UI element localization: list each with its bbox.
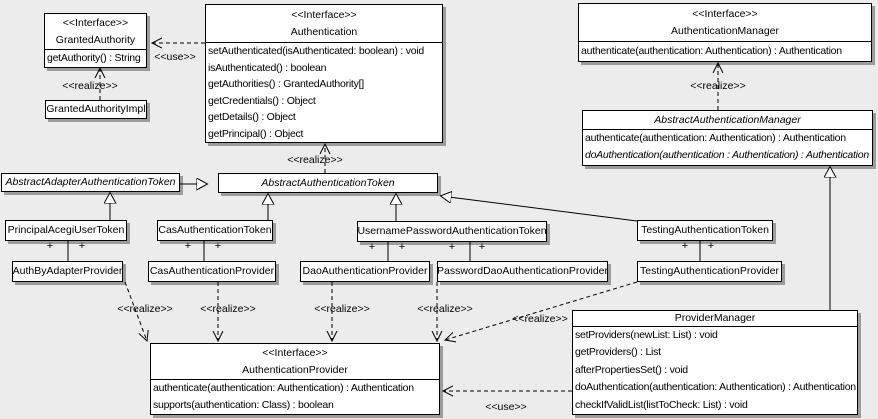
class-header: <<Interface>> AuthenticationManager (579, 4, 871, 42)
method-list: setProviders(newList: List) : void getPr… (573, 327, 857, 414)
class-name: PrincipalAcegiUserToken (7, 224, 125, 236)
stereotype-label: <<Interface>> (262, 346, 328, 359)
edge-generalization-testingtoken-abstracttoken (441, 196, 638, 222)
edge-label-use: <<use>> (154, 51, 196, 63)
class-name: Authentication (290, 25, 358, 38)
class-name: PasswordDaoAuthenticationProvider (437, 265, 609, 277)
method: authenticate(authentication: Authenticat… (585, 132, 846, 144)
method: setAuthenticated(isAuthenticated: boolea… (208, 45, 424, 57)
class-name: AuthenticationManager (671, 24, 779, 37)
edge-label-realize: <<realize>> (62, 80, 118, 92)
class-name: GrantedAuthorityImpl (46, 103, 146, 115)
class-name: GrantedAuthority (55, 33, 136, 46)
class-name: CasAuthenticationProvider (149, 265, 275, 277)
edge-label-realize: <<realize>> (314, 303, 370, 315)
method: checkIfValidList(listToCheck: List) : vo… (575, 398, 748, 411)
method: afterPropertiesSet() : void (575, 363, 688, 376)
class-name: TestingAuthenticationToken (641, 224, 769, 236)
association-end-plus: + (398, 241, 406, 253)
association-end-plus: + (478, 241, 486, 253)
class-name: AbstractAdapterAuthenticationToken (5, 176, 176, 188)
edge-label-realize: <<realize>> (417, 303, 473, 315)
class-header: ProviderManager (573, 311, 857, 327)
class-header: AbstractAuthenticationManager (583, 111, 872, 130)
class-header: <<Interface>> GrantedAuthority (45, 14, 146, 50)
class-name: AuthenticationProvider (242, 363, 348, 376)
class-principal-acegi-user-token[interactable]: PrincipalAcegiUserToken (5, 220, 127, 241)
stereotype-label: <<Interface>> (692, 7, 758, 20)
edge-label-realize: <<realize>> (287, 154, 343, 166)
stereotype-label: <<Interface>> (62, 16, 129, 29)
association-end-plus: + (707, 240, 715, 252)
method: getCredentials() : Object (208, 94, 316, 107)
stereotype-label: <<Interface>> (291, 8, 357, 21)
method: setProviders(newList: List) : void (575, 329, 718, 341)
method-list: authenticate(authentication: Authenticat… (579, 42, 871, 61)
class-dao-authentication-provider[interactable]: DaoAuthenticationProvider (300, 261, 430, 282)
class-authentication-provider[interactable]: <<Interface>> AuthenticationProvider aut… (150, 343, 440, 415)
class-testing-authentication-provider[interactable]: TestingAuthenticationProvider (637, 261, 782, 282)
method-list: authenticate(authentication: Authenticat… (583, 130, 872, 165)
association-end-plus: + (184, 240, 192, 252)
class-auth-by-adapter-provider[interactable]: AuthByAdapterProvider (12, 261, 123, 282)
class-abstract-authentication-manager[interactable]: AbstractAuthenticationManager authentica… (582, 110, 873, 166)
class-granted-authority-impl[interactable]: GrantedAuthorityImpl (45, 100, 147, 119)
class-header: <<Interface>> AuthenticationProvider (151, 344, 439, 380)
association-end-plus: + (681, 240, 689, 252)
association-end-plus: + (448, 241, 456, 253)
class-abstract-authentication-token[interactable]: AbstractAuthenticationToken (218, 173, 438, 193)
method: getPrincipal() : Object (208, 127, 304, 140)
class-abstract-adapter-authentication-token[interactable]: AbstractAdapterAuthenticationToken (1, 173, 180, 192)
class-name: TestingAuthenticationProvider (640, 265, 779, 277)
edge-label-realize: <<realize>> (117, 303, 173, 315)
class-granted-authority[interactable]: <<Interface>> GrantedAuthority getAuthor… (44, 13, 147, 68)
class-username-password-authentication-token[interactable]: UsernamePasswordAuthenticationToken (357, 221, 547, 242)
class-name: AuthByAdapterProvider (12, 265, 123, 277)
method: isAuthenticated() : boolean (208, 61, 327, 74)
class-password-dao-authentication-provider[interactable]: PasswordDaoAuthenticationProvider (437, 261, 608, 282)
association-end-plus: + (46, 240, 54, 252)
method-list: getAuthority() : String (45, 50, 146, 67)
class-cas-authentication-token[interactable]: CasAuthenticationToken (157, 220, 273, 241)
method: doAuthentication(authentication : Authen… (585, 149, 869, 162)
association-end-plus: + (78, 240, 86, 252)
method: getAuthorities() : GrantedAuthority[] (208, 78, 364, 91)
class-name: UsernamePasswordAuthenticationToken (357, 225, 547, 237)
method-list: setAuthenticated(isAuthenticated: boolea… (206, 43, 442, 143)
association-end-plus: + (214, 240, 222, 252)
class-name: AbstractAuthenticationToken (261, 176, 395, 189)
edge-label-realize: <<realize>> (690, 80, 746, 92)
method: getDetails() : Object (208, 111, 296, 124)
class-name: DaoAuthenticationProvider (302, 265, 428, 277)
class-name: ProviderManager (674, 312, 756, 324)
method: doAuthentication(authentication: Authent… (575, 381, 856, 394)
class-header: <<Interface>> Authentication (206, 5, 442, 43)
method: authenticate(authentication: Authenticat… (581, 45, 842, 57)
class-cas-authentication-provider[interactable]: CasAuthenticationProvider (148, 261, 276, 282)
class-name: AbstractAuthenticationManager (654, 113, 801, 126)
class-authentication[interactable]: <<Interface>> Authentication setAuthenti… (205, 4, 443, 143)
class-testing-authentication-token[interactable]: TestingAuthenticationToken (637, 220, 773, 241)
method-list: authenticate(authentication: Authenticat… (151, 380, 439, 415)
association-end-plus: + (368, 241, 376, 253)
edge-label-realize: <<realize>> (512, 313, 568, 325)
method: getAuthority() : String (47, 52, 141, 64)
class-authentication-manager[interactable]: <<Interface>> AuthenticationManager auth… (578, 3, 872, 62)
class-name: CasAuthenticationToken (158, 224, 272, 236)
edge-label-realize: <<realize>> (200, 303, 256, 315)
class-provider-manager[interactable]: ProviderManager setProviders(newList: Li… (572, 310, 858, 415)
method: getProviders() : List (575, 346, 661, 359)
method: supports(authentication: Class) : boolea… (153, 399, 334, 412)
method: authenticate(authentication: Authenticat… (153, 382, 414, 394)
edge-label-use: <<use>> (485, 401, 527, 413)
